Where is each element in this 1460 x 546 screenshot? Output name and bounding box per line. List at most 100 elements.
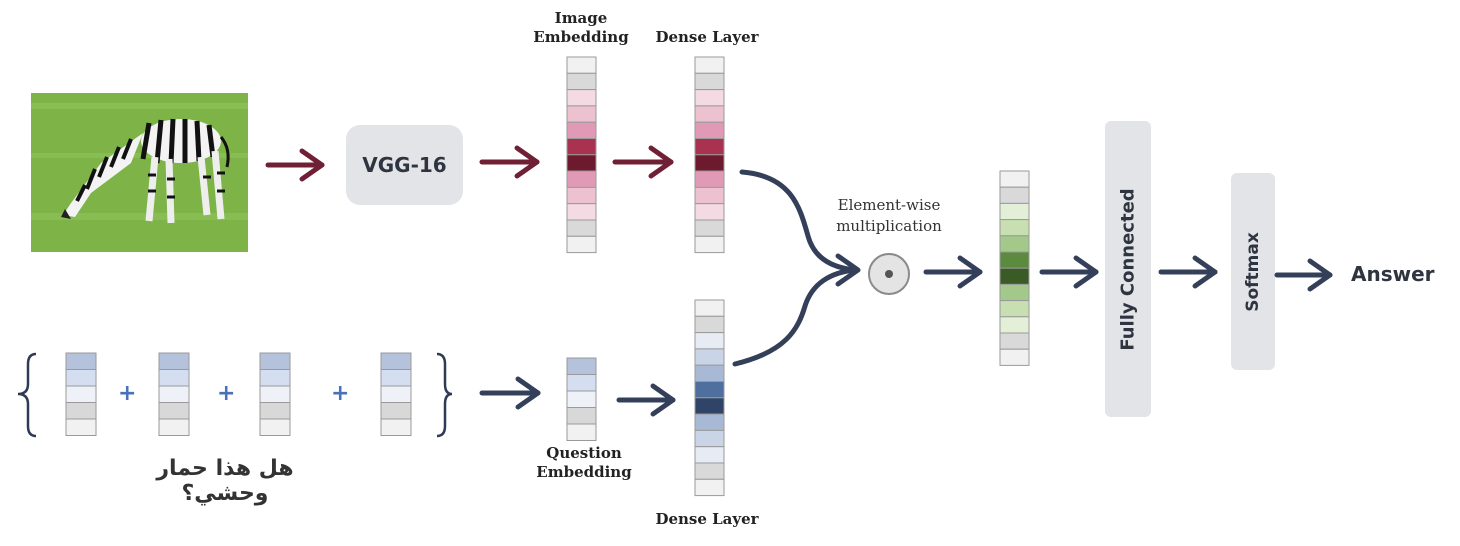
question-embedding-vector-cell bbox=[566, 407, 597, 425]
word-vector-2-cell bbox=[158, 402, 190, 420]
arrow-softmax-to-answer bbox=[1274, 258, 1333, 292]
output-vector bbox=[999, 170, 1030, 366]
output-vector-cell bbox=[999, 316, 1030, 334]
word-vector-3-cell bbox=[259, 402, 291, 420]
arrow-output-to-fc bbox=[1039, 255, 1099, 289]
image-embedding-vector-cell bbox=[566, 56, 597, 74]
vgg16-block: VGG-16 bbox=[346, 125, 463, 205]
dense-top-vector-cell bbox=[694, 105, 725, 123]
word-vector-4-cell bbox=[380, 418, 412, 436]
dense-bottom-vector bbox=[694, 299, 725, 497]
zebra-image bbox=[31, 93, 248, 252]
image-embedding-vector-cell bbox=[566, 235, 597, 254]
arrow-embedding-to-dense-bottom bbox=[616, 383, 676, 417]
plus-sign-2: + bbox=[217, 381, 236, 406]
word-vector-1-cell bbox=[65, 402, 97, 420]
output-vector-cell bbox=[999, 300, 1030, 318]
dense-bottom-vector-cell bbox=[694, 429, 725, 448]
dense-bottom-vector-cell bbox=[694, 348, 725, 366]
word-vector-4 bbox=[380, 352, 412, 436]
word-vector-braces bbox=[17, 352, 453, 438]
output-vector-cell bbox=[999, 267, 1030, 285]
dense-top-vector-cell bbox=[694, 235, 725, 254]
dense-top-vector-cell bbox=[694, 72, 725, 91]
image-embedding-vector-cell bbox=[566, 219, 597, 237]
dense-top-vector-cell bbox=[694, 121, 725, 139]
output-vector-cell bbox=[999, 283, 1030, 302]
question-embedding-vector-cell bbox=[566, 357, 597, 375]
dense-top-vector-cell bbox=[694, 56, 725, 74]
word-vector-3-cell bbox=[259, 385, 291, 403]
image-embedding-vector-cell bbox=[566, 186, 597, 205]
curve-bottom-to-multiply bbox=[732, 253, 861, 367]
arrow-words-to-embedding bbox=[479, 376, 541, 410]
image-embedding-vector-cell bbox=[566, 121, 597, 139]
image-embedding-vector-cell bbox=[566, 89, 597, 107]
word-vector-3-cell bbox=[259, 369, 291, 387]
word-vector-2-cell bbox=[158, 385, 190, 403]
word-vector-1-cell bbox=[65, 418, 97, 436]
question-text: هل هذا حمار وحشي؟ bbox=[156, 456, 294, 506]
word-vector-1 bbox=[65, 352, 97, 436]
dense-top-vector-cell bbox=[694, 203, 725, 221]
image-embedding-vector-cell bbox=[566, 138, 597, 156]
question-arrows bbox=[479, 169, 1333, 417]
word-vector-3 bbox=[259, 352, 291, 436]
question-embedding-vector-cell bbox=[566, 423, 597, 441]
dense-bottom-vector-cell bbox=[694, 381, 725, 399]
vgg16-label: VGG-16 bbox=[362, 153, 447, 177]
dense-layer-bottom-label: Dense Layer bbox=[655, 510, 759, 528]
arrow-multiply-to-output bbox=[923, 255, 983, 289]
word-vector-1-cell bbox=[65, 385, 97, 403]
output-vector-cell bbox=[999, 235, 1030, 253]
plus-sign-3: + bbox=[331, 381, 350, 406]
word-vector-2 bbox=[158, 352, 190, 436]
output-vector-cell bbox=[999, 251, 1030, 269]
curve-top-to-multiply bbox=[739, 169, 859, 273]
word-vector-1-cell bbox=[65, 369, 97, 387]
image-embedding-vector-cell bbox=[566, 203, 597, 221]
image-arrows bbox=[265, 145, 674, 182]
answer-label: Answer bbox=[1351, 262, 1435, 286]
word-vector-4-cell bbox=[380, 402, 412, 420]
word-vector-2-cell bbox=[158, 369, 190, 387]
dense-top-vector bbox=[694, 56, 725, 254]
arrow-image-to-vgg bbox=[265, 148, 325, 182]
dense-top-vector-cell bbox=[694, 219, 725, 237]
question-embedding-label: Question Embedding bbox=[536, 444, 632, 481]
arrow-fc-to-softmax bbox=[1158, 255, 1218, 289]
dense-top-vector-cell bbox=[694, 186, 725, 205]
dense-bottom-vector-cell bbox=[694, 332, 725, 350]
softmax-block: Softmax bbox=[1231, 173, 1275, 370]
question-embedding-vector-cell bbox=[566, 390, 597, 408]
left-brace bbox=[17, 352, 37, 438]
dense-bottom-vector-cell bbox=[694, 299, 725, 317]
question-embedding-vector bbox=[566, 357, 597, 441]
plus-sign-1: + bbox=[118, 381, 137, 406]
dense-top-vector-cell bbox=[694, 89, 725, 107]
dense-bottom-vector-cell bbox=[694, 462, 725, 480]
dense-top-vector-cell bbox=[694, 170, 725, 188]
word-vector-2-cell bbox=[158, 352, 190, 370]
dense-top-vector-cell bbox=[694, 138, 725, 156]
output-vector-cell bbox=[999, 219, 1030, 237]
word-vector-3-cell bbox=[259, 352, 291, 370]
question-embedding-vector-cell bbox=[566, 374, 597, 392]
word-vector-4-cell bbox=[380, 385, 412, 403]
image-embedding-vector-cell bbox=[566, 105, 597, 123]
dense-bottom-vector-cell bbox=[694, 478, 725, 497]
output-vector-cell bbox=[999, 186, 1030, 204]
word-vector-4-cell bbox=[380, 369, 412, 387]
image-embedding-vector-cell bbox=[566, 170, 597, 188]
word-vector-4-cell bbox=[380, 352, 412, 370]
output-vector-cell bbox=[999, 170, 1030, 188]
image-embedding-vector bbox=[566, 56, 597, 254]
elementwise-multiply-icon bbox=[868, 253, 910, 295]
fully-connected-block: Fully Connected bbox=[1105, 121, 1151, 417]
output-vector-cell bbox=[999, 332, 1030, 350]
zebra-illustration bbox=[31, 93, 248, 252]
dense-bottom-vector-cell bbox=[694, 446, 725, 464]
output-vector-cell bbox=[999, 202, 1030, 221]
